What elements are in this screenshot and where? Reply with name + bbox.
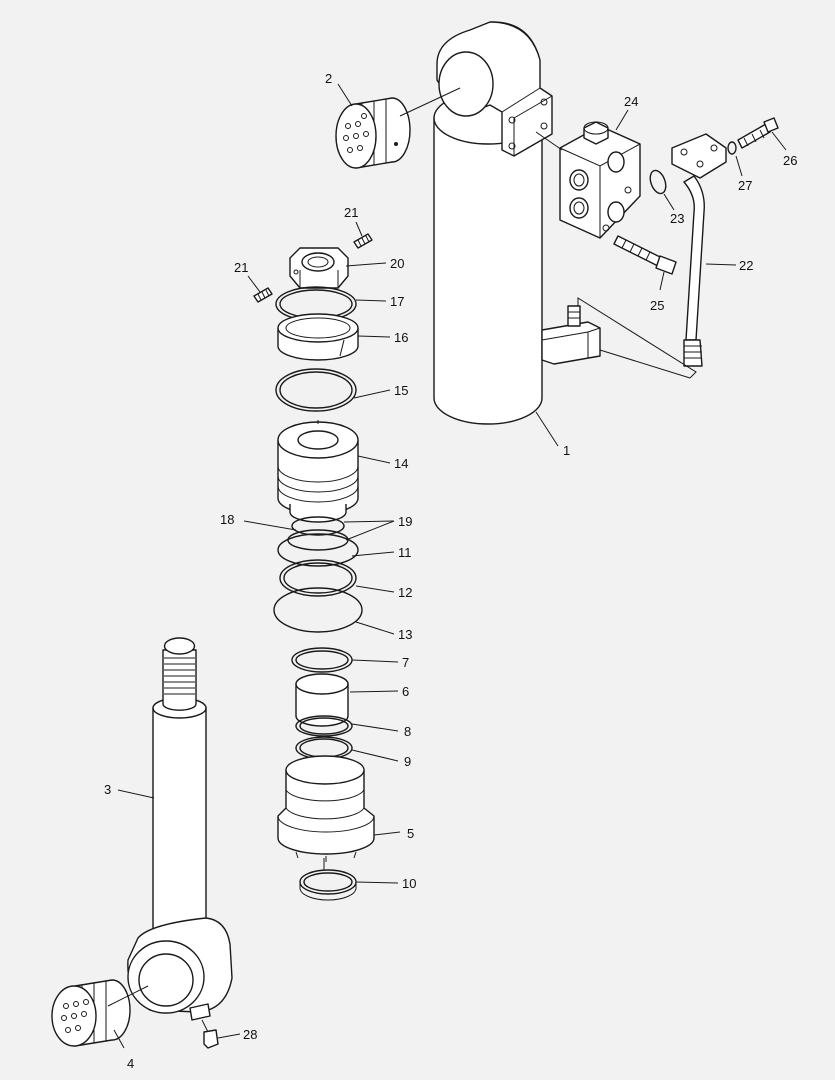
part-7-wiper-ring [291, 647, 353, 673]
callout-15: 15 [394, 383, 408, 398]
callout-12: 12 [398, 585, 412, 600]
callout-17: 17 [390, 294, 404, 309]
callout-22: 22 [739, 258, 753, 273]
callout-25: 25 [650, 298, 664, 313]
callout-23: 23 [670, 211, 684, 226]
callout-5: 5 [407, 826, 414, 841]
part-13-backup-ring [273, 587, 363, 633]
callout-4: 4 [127, 1056, 134, 1071]
callout-18: 18 [220, 512, 234, 527]
callout-1: 1 [563, 443, 570, 458]
part-3-piston-rod [127, 637, 233, 1021]
callout-3: 3 [104, 782, 111, 797]
callout-20: 20 [390, 256, 404, 271]
callout-24: 24 [624, 94, 638, 109]
part-15-o-ring [275, 368, 357, 412]
part-4-bushing-lower [51, 979, 131, 1047]
part-12-o-ring [279, 559, 357, 597]
callout-11: 11 [398, 545, 412, 560]
callout-10: 10 [402, 876, 416, 891]
callout-2: 2 [325, 71, 332, 86]
part-23-o-ring [649, 169, 667, 195]
callout-19: 19 [398, 514, 412, 529]
callout-6: 6 [402, 684, 409, 699]
callout-8: 8 [404, 724, 411, 739]
callout-9: 9 [404, 754, 411, 769]
part-2-bushing-upper [335, 97, 411, 169]
callout-14: 14 [394, 456, 408, 471]
part-14-piston [277, 421, 359, 523]
part-10-wiper [299, 869, 357, 901]
callout-7: 7 [402, 655, 409, 670]
explode-axis-lines [107, 87, 461, 1007]
hose-connection-line [577, 297, 697, 379]
callout-28: 28 [243, 1027, 257, 1042]
part-16-split-collar [277, 313, 359, 361]
part-6-sleeve [295, 673, 349, 727]
part-26-bolt [737, 117, 779, 149]
callout-21-lower: 21 [234, 260, 248, 275]
part-5-cylinder-head [277, 755, 375, 862]
part-11-seal-ring [277, 533, 359, 567]
part-21-set-screws [253, 233, 373, 303]
part-27-washer [727, 141, 737, 155]
part-28-grease-nipple [201, 1019, 219, 1049]
leader-lines [113, 83, 787, 1049]
callout-13: 13 [398, 627, 412, 642]
part-22-hose [671, 133, 727, 367]
callout-26: 26 [783, 153, 797, 168]
callout-16: 16 [394, 330, 408, 345]
part-20-nut [289, 247, 349, 289]
callout-27: 27 [738, 178, 752, 193]
callout-numbers: 1 2 3 4 5 6 7 8 9 10 11 12 13 14 15 16 1… [104, 71, 797, 1071]
part-25-bolt [613, 235, 677, 275]
callout-21-upper: 21 [344, 205, 358, 220]
part-8-seal [295, 715, 353, 737]
part-24-valve-block [535, 121, 641, 239]
part-1-cylinder-barrel [433, 21, 601, 425]
